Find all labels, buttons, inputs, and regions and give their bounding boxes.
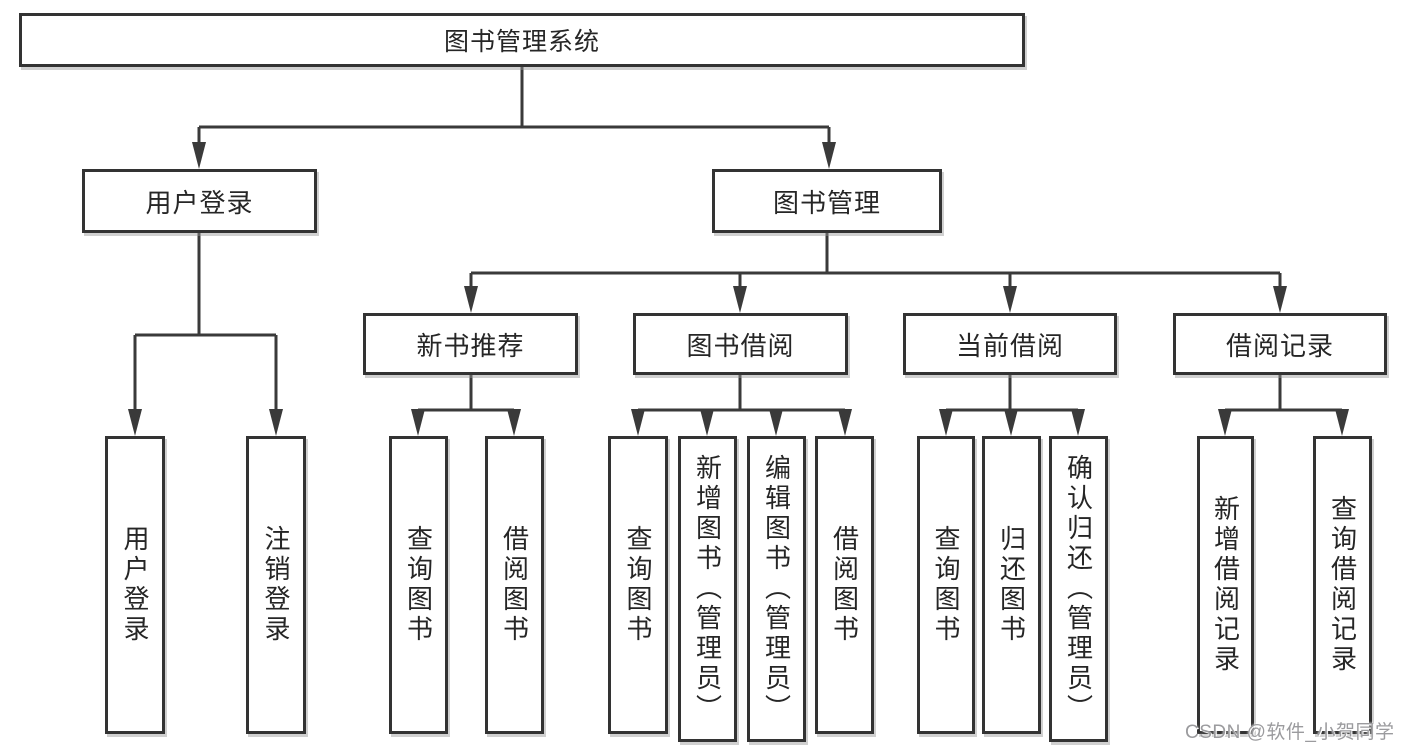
node-root-system: 图书管理系统 <box>19 13 1025 67</box>
node-user-login: 用户登录 <box>82 169 317 233</box>
node-new-book-recommend: 新书推荐 <box>363 313 578 375</box>
leaf-user-login: 用户登录 <box>105 436 165 734</box>
leaf-return-books: 归还图书 <box>982 436 1041 734</box>
leaf-recommend-query-books: 查询图书 <box>389 436 448 734</box>
leaf-recommend-borrow-books: 借阅图书 <box>485 436 544 734</box>
node-current-borrow: 当前借阅 <box>903 313 1117 375</box>
node-borrow-records: 借阅记录 <box>1173 313 1387 375</box>
leaf-edit-books-admin: 编辑图书（管理员） <box>747 436 806 742</box>
leaf-add-borrow-record: 新增借阅记录 <box>1197 436 1254 734</box>
leaf-borrow-query-books: 查询图书 <box>608 436 668 734</box>
leaf-borrow-books: 借阅图书 <box>815 436 874 734</box>
leaf-confirm-return-admin: 确认归还（管理员） <box>1049 436 1108 742</box>
leaf-query-borrow-record: 查询借阅记录 <box>1313 436 1372 734</box>
leaf-add-books-admin: 新增图书（管理员） <box>678 436 737 742</box>
csdn-watermark: CSDN @软件_小贺同学 <box>1185 722 1395 743</box>
node-book-borrow: 图书借阅 <box>633 313 848 375</box>
node-book-management: 图书管理 <box>712 169 942 233</box>
leaf-current-query-books: 查询图书 <box>917 436 975 734</box>
leaf-logout: 注销登录 <box>246 436 306 734</box>
